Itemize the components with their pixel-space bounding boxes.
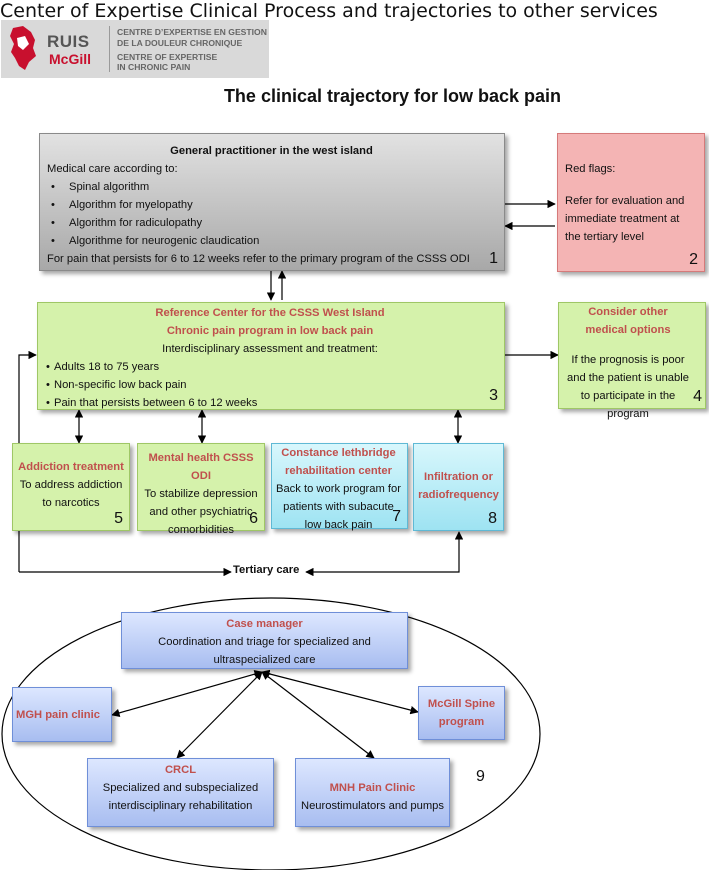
box-number: 2 — [689, 251, 698, 268]
box-number: 3 — [489, 387, 498, 404]
gp-item: Algorithm for myelopathy — [47, 196, 496, 214]
crcl-text: Specialized and subspecialized interdisc… — [102, 782, 259, 812]
box-number: 1 — [489, 250, 498, 267]
gp-box: General practitioner in the west island … — [39, 133, 505, 271]
addiction-text: To address addiction to narcotics — [19, 479, 123, 509]
diagram-title: The clinical trajectory for low back pai… — [223, 86, 562, 106]
gp-footer: For pain that persists for 6 to 12 weeks… — [47, 253, 470, 265]
reference-title-1: Reference Center for the CSSS West Islan… — [155, 307, 385, 319]
reference-center-box: Reference Center for the CSSS West Islan… — [37, 302, 505, 412]
mnh-pain-clinic-box: MNH Pain Clinic Neurostimulators and pum… — [295, 758, 450, 827]
reference-subtitle: Interdisciplinary assessment and treatme… — [162, 343, 378, 355]
addiction-box: Addiction treatment To address addiction… — [12, 443, 130, 531]
reference-item: Pain that persists between 6 to 12 weeks — [42, 394, 498, 412]
quebec-map-icon — [10, 26, 36, 70]
red-flags-title: Red flags: — [565, 163, 616, 175]
constance-title: Constance lethbridge rehabilitation cent… — [281, 447, 396, 477]
tertiary-care-label: Tertiary care — [233, 564, 300, 576]
box-number: 6 — [249, 510, 258, 527]
logo-line-4: IN CHRONIC PAIN — [117, 62, 191, 72]
gp-item: Algorithme for neurogenic claudication — [47, 232, 496, 250]
logo-mcgill-text: McGill — [49, 51, 92, 67]
infiltration-title: Infiltration or radiofrequency — [418, 471, 499, 501]
mgh-title: MGH pain clinic — [16, 709, 100, 721]
constance-text: Back to work program for patients with s… — [276, 483, 401, 531]
gp-items: Spinal algorithm Algorithm for myelopath… — [47, 178, 496, 250]
reference-title-2: Chronic pain program in low back pain — [166, 325, 374, 337]
mcgill-spine-title: McGill Spine program — [427, 698, 496, 728]
logo-divider — [109, 26, 110, 72]
addiction-title: Addiction treatment — [18, 461, 124, 473]
case-manager-text: Coordination and triage for specialized … — [158, 636, 371, 666]
ellipse-number: 9 — [476, 768, 485, 785]
logo-line-3: CENTRE OF EXPERTISE — [117, 52, 218, 62]
constance-box: Constance lethbridge rehabilitation cent… — [271, 443, 408, 531]
gp-item: Algorithm for radiculopathy — [47, 214, 496, 232]
other-options-box: Consider other medical options If the pr… — [558, 302, 706, 420]
crcl-box: CRCL Specialized and subspecialized inte… — [87, 758, 274, 827]
mnh-title: MNH Pain Clinic — [329, 782, 416, 794]
mgh-pain-clinic-box: MGH pain clinic — [12, 687, 112, 742]
logo-line-2: DE LA DOULEUR CHRONIQUE — [117, 38, 243, 48]
page-header: Center of Expertise Clinical Process and… — [0, 0, 658, 22]
logo-line-1: CENTRE D’EXPERTISE EN GESTION — [117, 27, 267, 37]
mental-health-box: Mental health CSSS ODI To stabilize depr… — [137, 443, 265, 536]
mnh-text: Neurostimulators and pumps — [300, 800, 445, 812]
mental-health-title: Mental health CSSS ODI — [148, 452, 254, 482]
other-options-title: Consider other medical options — [585, 306, 671, 336]
gp-intro: Medical care according to: — [47, 163, 178, 175]
case-manager-title: Case manager — [226, 618, 303, 630]
logo-ruis-text: RUIS — [47, 32, 90, 51]
mental-health-text: To stabilize depression and other psychi… — [144, 488, 258, 536]
case-manager-box: Case manager Coordination and triage for… — [121, 612, 408, 669]
red-flags-text: Refer for evaluation and immediate treat… — [565, 195, 685, 243]
ruis-mcgill-logo: RUIS McGill CENTRE D’EXPERTISE EN GESTIO… — [1, 20, 269, 78]
box-number: 8 — [488, 510, 497, 527]
mcgill-spine-box: McGill Spine program — [418, 686, 505, 740]
box-number: 7 — [392, 508, 401, 525]
other-options-text: If the prognosis is poor and the patient… — [567, 354, 689, 420]
gp-item: Spinal algorithm — [47, 178, 496, 196]
reference-items: Adults 18 to 75 years Non-specific low b… — [42, 358, 498, 412]
box-number: 4 — [693, 388, 702, 405]
reference-item: Non-specific low back pain — [42, 376, 498, 394]
infiltration-box: Infiltration or radiofrequency 8 — [413, 443, 504, 531]
red-flags-box: Red flags: Refer for evaluation and imme… — [557, 133, 705, 272]
box-number: 5 — [114, 510, 123, 527]
crcl-title: CRCL — [164, 764, 197, 776]
gp-title: General practitioner in the west island — [170, 145, 373, 157]
reference-item: Adults 18 to 75 years — [42, 358, 498, 376]
